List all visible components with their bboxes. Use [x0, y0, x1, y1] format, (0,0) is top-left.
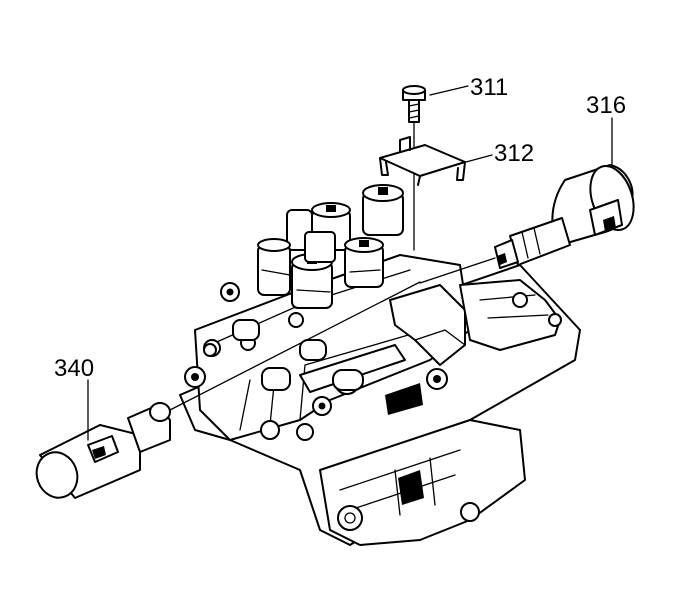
callout-316: 316 — [586, 92, 626, 119]
leader-lines — [87, 85, 613, 441]
valve-body — [179, 254, 581, 546]
pressure-control-solenoids — [257, 184, 404, 309]
solenoid-316 — [419, 164, 635, 284]
spool-valves — [203, 319, 364, 391]
callout-340: 340 — [54, 355, 94, 382]
solenoid-340 — [35, 281, 421, 499]
clip-312 — [379, 136, 466, 186]
callout-312: 312 — [494, 140, 534, 167]
bolt-311 — [402, 85, 426, 251]
callout-311: 311 — [470, 74, 508, 101]
